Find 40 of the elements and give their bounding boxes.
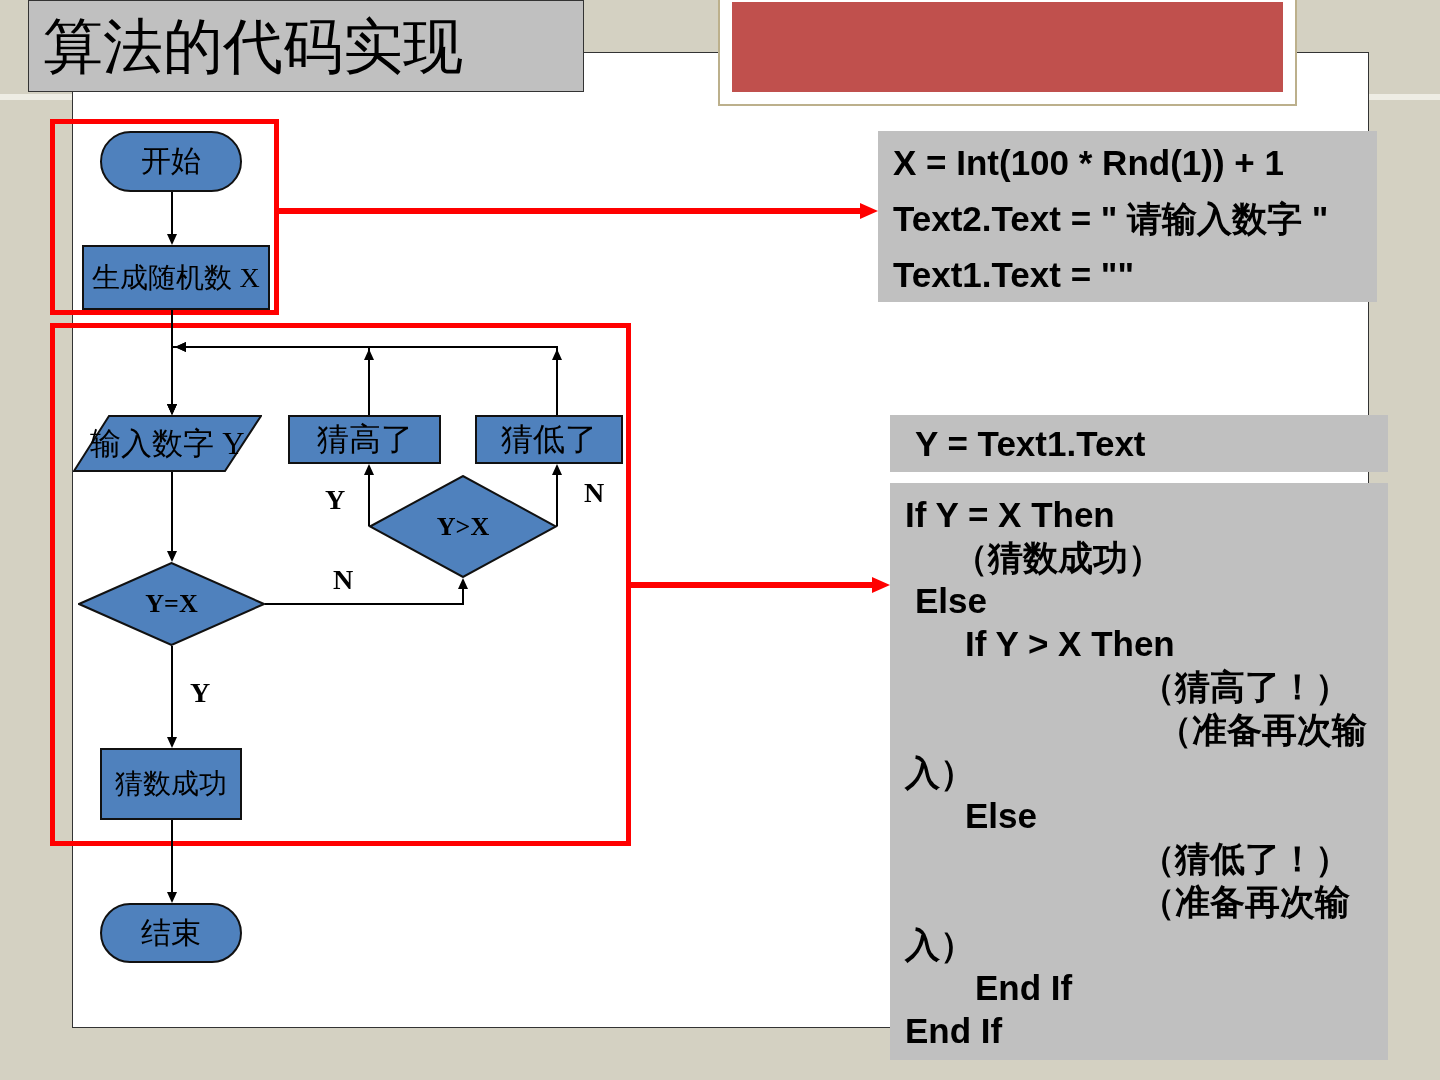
code-line: Text2.Text = " 请输入数字 " (893, 198, 1329, 240)
arrow (552, 464, 562, 528)
code-box (878, 131, 1377, 302)
decision-diamond: Y>X (369, 475, 557, 578)
arrow (264, 578, 468, 605)
code-line: （准备再次输入） (905, 709, 1368, 794)
code-line: （准备再次输入） (905, 881, 1351, 966)
arrow (364, 464, 374, 528)
arrow (167, 645, 177, 748)
arrow (167, 191, 177, 245)
code-line: End If (905, 1010, 1003, 1052)
process-box: 猜低了 (475, 415, 623, 464)
code-line: If Y = X Then (905, 494, 1115, 536)
process-box: 猜高了 (288, 415, 441, 464)
code-line: End If (975, 967, 1073, 1009)
arrow (279, 203, 878, 219)
input-parallelogram: 输入数字 Y (73, 415, 262, 472)
code-box (890, 415, 1388, 472)
code-line: X = Int(100 * Rnd(1)) + 1 (893, 142, 1284, 184)
code-line: （猜数成功） (953, 537, 1163, 579)
highlight-frame (50, 323, 631, 846)
terminal-box: 开始 (100, 131, 242, 192)
code-line: （猜低了！） (1140, 838, 1350, 880)
code-box (890, 483, 1388, 1060)
arrow (167, 342, 562, 416)
code-line: Y = Text1.Text (915, 423, 1146, 465)
decision-diamond: Y=X (78, 562, 265, 646)
process-box: 生成随机数 X (82, 245, 270, 310)
code-line: If Y > X Then (965, 623, 1175, 665)
process-box: 猜数成功 (100, 748, 242, 820)
terminal-box: 结束 (100, 903, 242, 963)
code-line: Text1.Text = "" (893, 254, 1134, 296)
highlight-frame (50, 119, 279, 315)
code-line: （猜高了！） (1140, 666, 1350, 708)
code-line: Else (915, 580, 987, 622)
arrow (167, 819, 177, 903)
arrow (167, 471, 177, 562)
slide-title: 算法的代码实现 (28, 0, 584, 92)
arrow (631, 577, 890, 593)
code-line: Else (965, 795, 1037, 837)
